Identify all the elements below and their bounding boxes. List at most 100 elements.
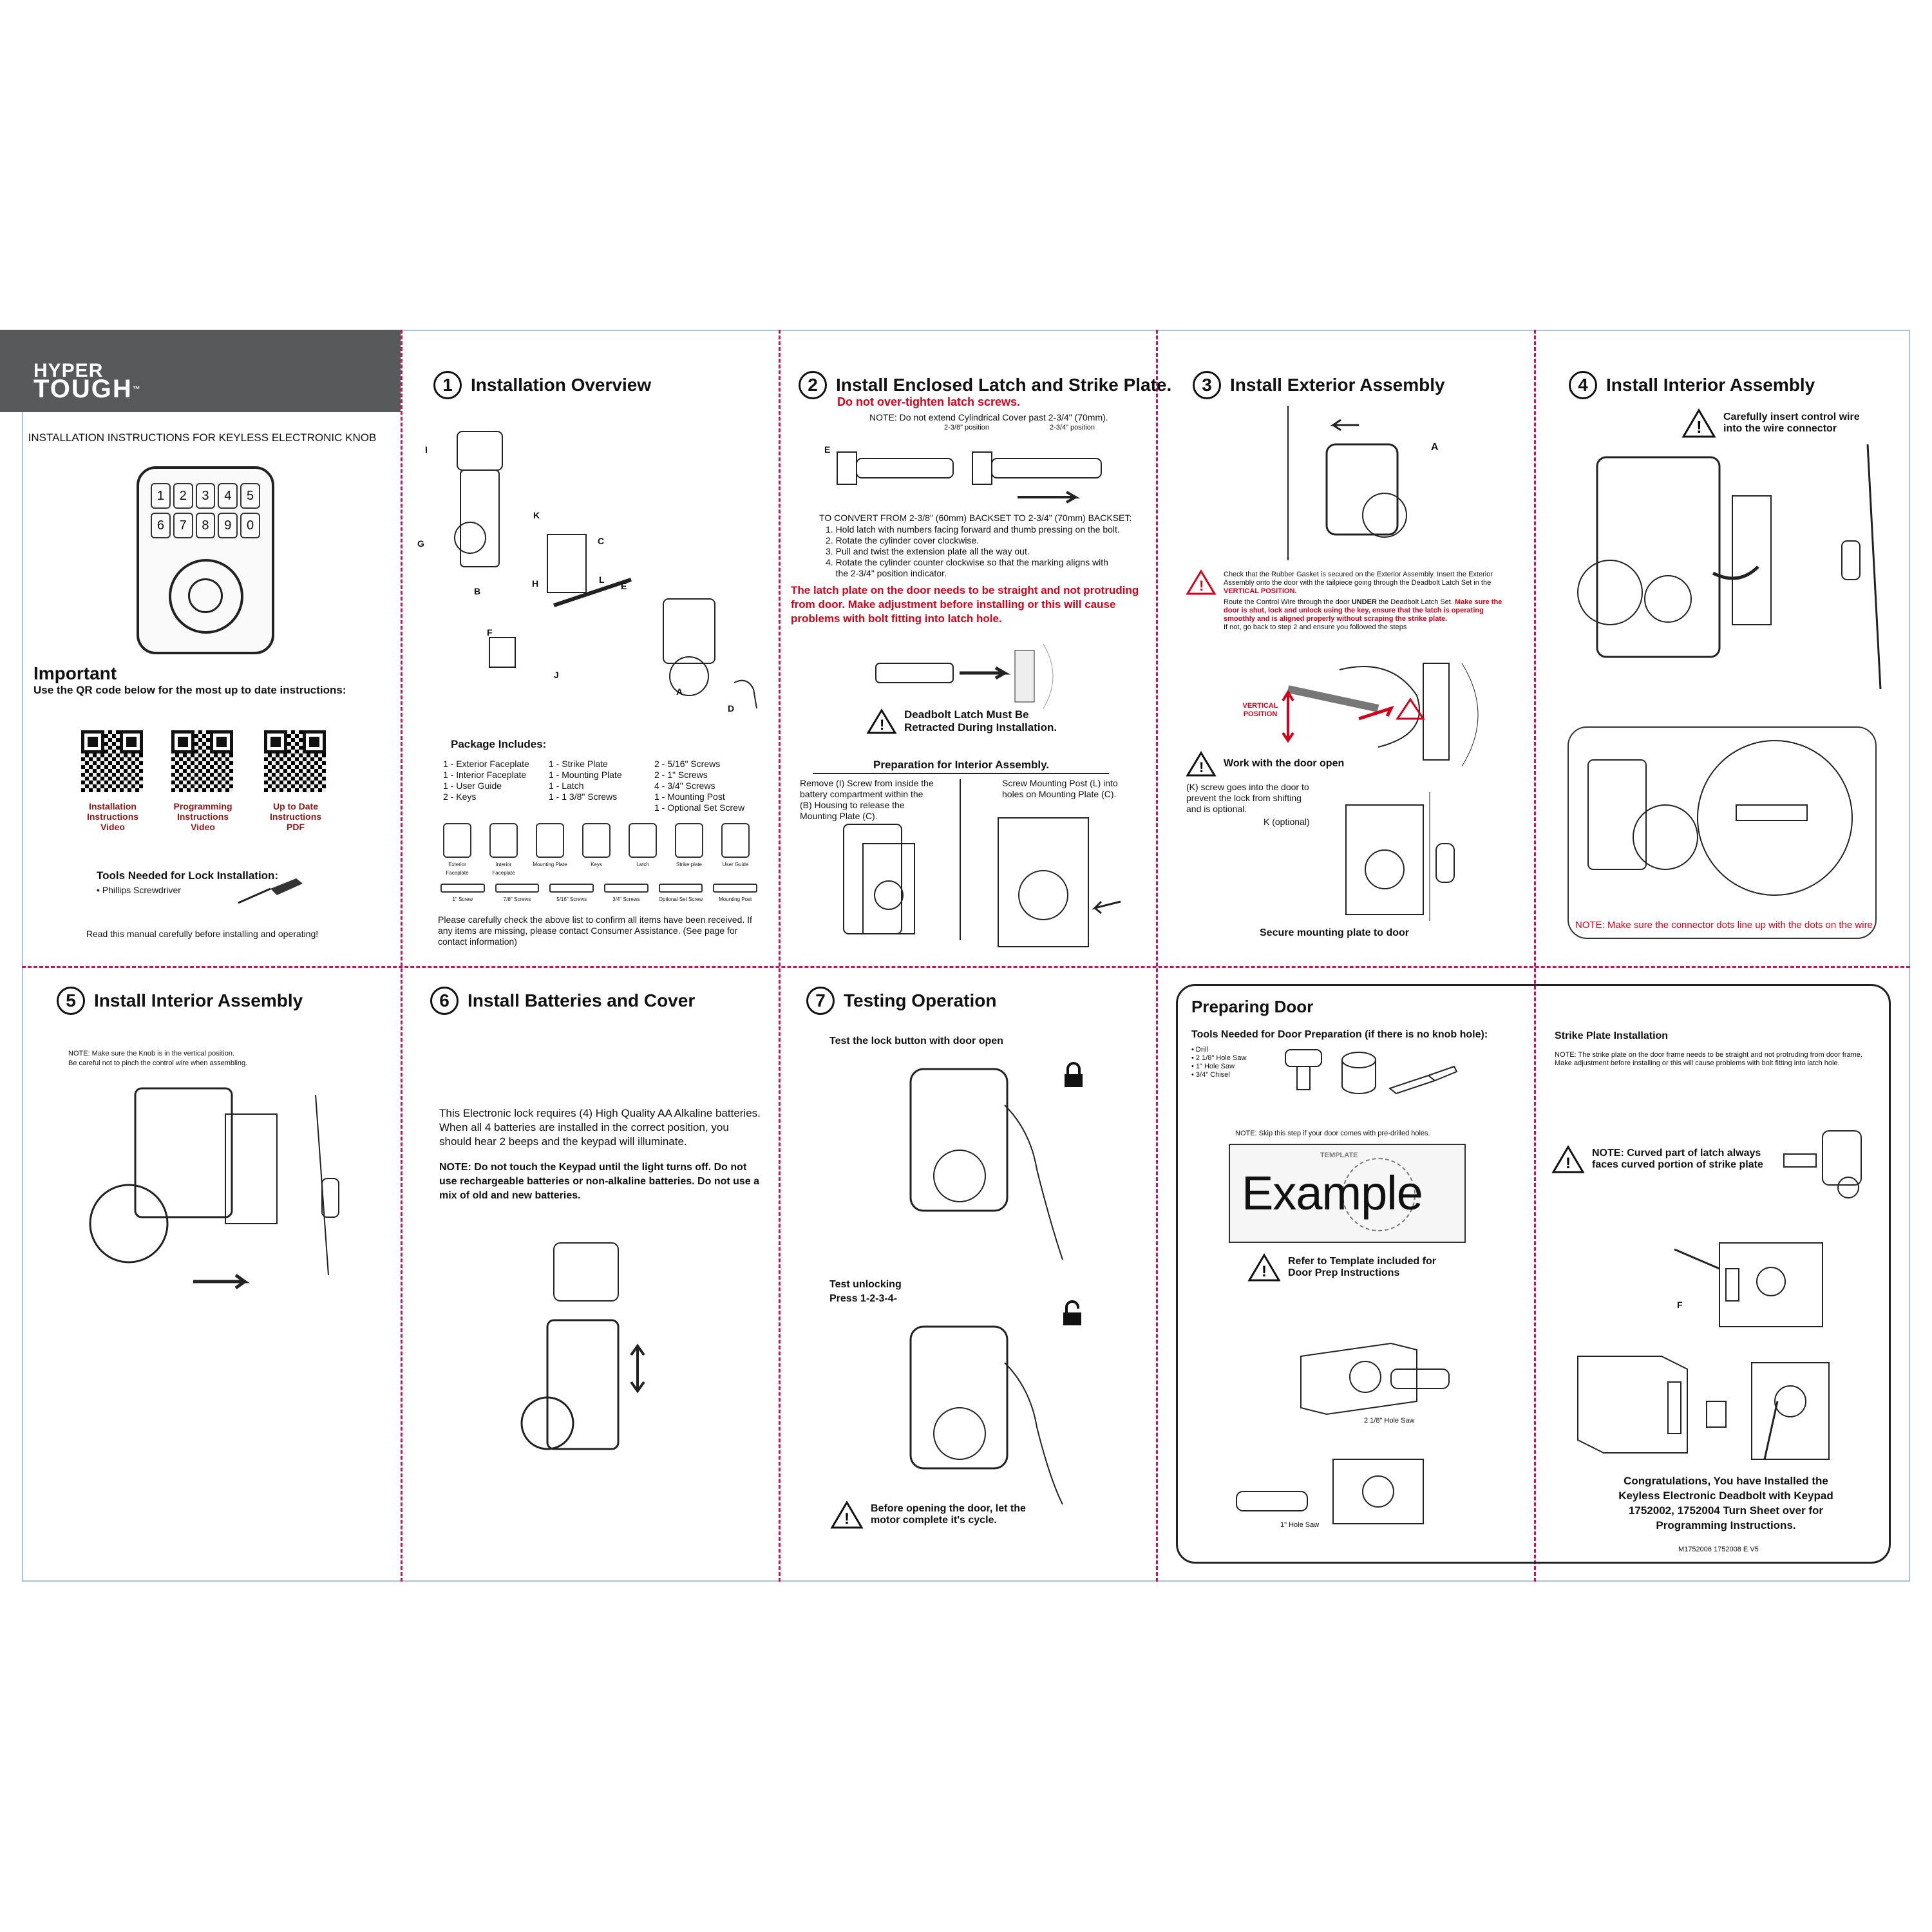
step-7-title: 7 Testing Operation xyxy=(806,987,997,1015)
cover-note: NOTE: Do not extend Cylindrical Cover pa… xyxy=(869,412,1108,422)
keypad-key[interactable]: 6 xyxy=(151,513,171,538)
step-title-text: Install Interior Assembly xyxy=(1606,375,1815,395)
warning-icon: ! xyxy=(1247,1253,1281,1282)
doc-title: INSTALLATION INSTRUCTIONS FOR KEYLESS EL… xyxy=(28,431,377,444)
part-callout-letter: A xyxy=(676,687,683,697)
skip-note: NOTE: Skip this step if your door comes … xyxy=(1235,1130,1430,1137)
part-callout-letter: C xyxy=(598,536,605,546)
keypad-key[interactable]: 7 xyxy=(173,513,193,538)
convert-steps: 1. Hold latch with numbers facing forwar… xyxy=(826,524,1120,579)
wire-warning: ! Carefully insert control wire into the… xyxy=(1681,408,1871,438)
edge-drilling-diagram xyxy=(1236,1459,1424,1524)
prep-right-text: Screw Mounting Post (L) into holes on Mo… xyxy=(1002,778,1118,799)
fold-line xyxy=(779,330,781,1582)
package-check-note: Please carefully check the above list to… xyxy=(438,914,752,947)
convert-step: 2. Rotate the cylinder cover clockwise. xyxy=(826,535,980,545)
keypad-key[interactable]: 1 xyxy=(151,483,171,509)
svg-text:!: ! xyxy=(844,1510,849,1528)
step-1-title: 1 Installation Overview xyxy=(433,371,651,399)
interior-assembly-diagram xyxy=(1577,444,1882,690)
qr-code[interactable] xyxy=(169,728,236,795)
part-thumbnail: Latch xyxy=(623,823,662,877)
prep-tool: • 2 1/8" Hole Saw xyxy=(1191,1054,1247,1062)
part-thumbnail: User Guide xyxy=(716,823,755,877)
convert-title: TO CONVERT FROM 2-3/8" (60mm) BACKSET TO… xyxy=(819,513,1132,523)
keypad-key[interactable]: 8 xyxy=(195,513,216,538)
svg-text:!: ! xyxy=(1199,759,1204,775)
door-drilling-diagram xyxy=(1300,1342,1450,1416)
battery-note: NOTE: Do not touch the Keypad until the … xyxy=(439,1162,760,1201)
unlock-code: Press 1-2-3-4- xyxy=(829,1293,897,1304)
part-callout-letter: L xyxy=(599,574,605,585)
deadbolt-warning: ! Deadbolt Latch Must Be Retracted Durin… xyxy=(866,708,1072,734)
step-4-title: 4 Install Interior Assembly xyxy=(1569,371,1815,399)
position-label: 2-3/4" position xyxy=(1050,424,1095,431)
warning-icon: ! xyxy=(1681,408,1716,438)
saw-label: 1" Hole Saw xyxy=(1280,1521,1320,1529)
prep-tool: • 3/4" Chisel xyxy=(1191,1071,1230,1079)
screw-thumbnail: Mounting Post xyxy=(710,884,760,904)
keypad-key[interactable]: 2 xyxy=(173,483,193,509)
package-item: 1 - Interior Faceplate xyxy=(443,770,527,780)
keypad-key[interactable]: 0 xyxy=(240,513,260,538)
brand-logo: HYPER TOUGH™ xyxy=(33,360,142,403)
secure-plate-diagram xyxy=(1345,792,1455,921)
latch-lock-thumbnail xyxy=(1783,1130,1862,1198)
prep-tools-title: Tools Needed for Door Preparation (if th… xyxy=(1191,1029,1488,1040)
warning-icon: ! xyxy=(866,708,897,734)
svg-text:!: ! xyxy=(1696,417,1702,437)
step-number: 2 xyxy=(799,371,827,399)
step-number: 4 xyxy=(1569,371,1597,399)
door-open-warning: ! Work with the door open xyxy=(1186,751,1344,777)
k-screw-note: (K) screw goes into the door to prevent … xyxy=(1186,782,1309,814)
qr-code[interactable] xyxy=(261,728,328,795)
step-number: 1 xyxy=(433,371,462,399)
part-callout-letter: K xyxy=(533,510,540,520)
package-item: 1 - 1 3/8" Screws xyxy=(549,791,618,802)
template-warning: ! Refer to Template included for Door Pr… xyxy=(1247,1253,1449,1282)
part-thumbnail: Interior Faceplate xyxy=(484,823,523,877)
qr-label: Installation Instructions Video xyxy=(86,801,139,832)
keypad-hand-diagram xyxy=(909,1325,1063,1505)
part-thumbnail: Exterior Faceplate xyxy=(438,823,477,877)
package-item: 1 - Exterior Faceplate xyxy=(443,759,529,769)
drill-icon xyxy=(1285,1049,1322,1090)
part-thumbnail: Keys xyxy=(577,823,616,877)
warning-icon: ! xyxy=(1186,569,1217,595)
keypad-key[interactable]: 4 xyxy=(218,483,238,509)
step-title-text: Install Exterior Assembly xyxy=(1230,375,1445,395)
chisel-icon xyxy=(1388,1065,1458,1095)
screw-thumbnail: 3/4" Screws xyxy=(601,884,651,904)
interior-knob-diagram xyxy=(89,1087,339,1290)
tools-list: • Phillips Screwdriver xyxy=(97,885,181,895)
exterior-assembly-diagram xyxy=(1287,406,1407,560)
screw-thumbnail: 5/16" Screws xyxy=(547,884,596,904)
package-item: 1 - Optional Set Screw xyxy=(654,802,745,813)
unlock-icon xyxy=(1063,1300,1081,1325)
keypad-key[interactable]: 3 xyxy=(195,483,216,509)
fold-line xyxy=(1534,330,1536,1582)
position-label: 2-3/8" position xyxy=(944,424,989,431)
strike-plate-diagram xyxy=(1674,1242,1823,1327)
congrats-message: Congratulations, You have Installed the … xyxy=(1618,1475,1833,1531)
screw-thumbnail: 7/8" Screws xyxy=(493,884,542,904)
latch-insert-diagram xyxy=(875,643,1054,709)
svg-text:!: ! xyxy=(1199,578,1204,594)
keypad-key[interactable]: 9 xyxy=(218,513,238,538)
lock-icon xyxy=(1065,1062,1083,1087)
connector-detail xyxy=(1567,726,1877,939)
package-item: 1 - Mounting Post xyxy=(654,791,725,802)
prep-title: Preparation for Interior Assembly. xyxy=(873,759,1050,771)
qr-code[interactable] xyxy=(79,728,146,795)
svg-text:!: ! xyxy=(1566,1155,1571,1172)
vertical-position-diagram xyxy=(1282,663,1479,767)
step-title-text: Install Batteries and Cover xyxy=(468,990,696,1010)
keypad-key[interactable]: 5 xyxy=(240,483,260,509)
tools-title: Tools Needed for Lock Installation: xyxy=(97,869,279,882)
frame-chisel-diagram xyxy=(1577,1356,1830,1460)
qr-label: Programming Instructions Video xyxy=(173,801,232,832)
strike-title: Strike Plate Installation xyxy=(1555,1030,1669,1041)
step-number: 5 xyxy=(57,987,85,1015)
vertical-position-label: VERTICAL POSITION xyxy=(1242,702,1278,718)
housing-diagram xyxy=(843,824,915,934)
